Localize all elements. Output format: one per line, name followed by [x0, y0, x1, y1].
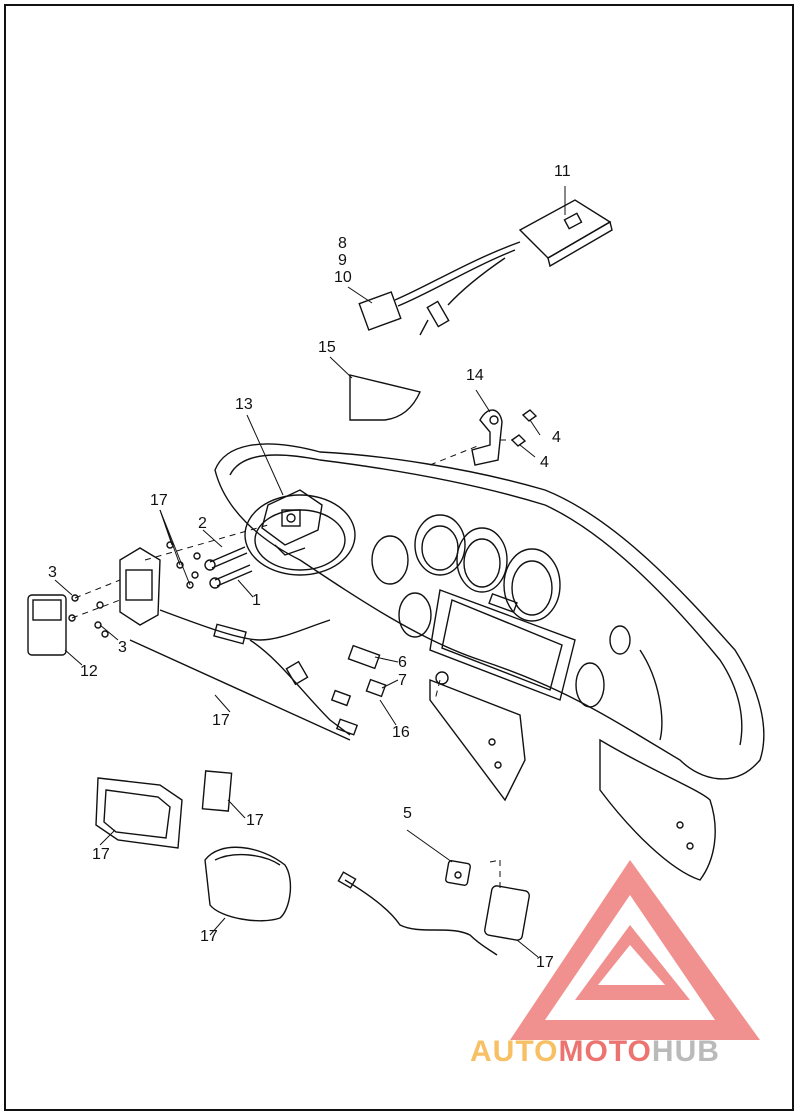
callout-17-display: 17 — [92, 846, 110, 863]
callout-4-upper: 4 — [552, 429, 561, 446]
callout-11: 11 — [554, 163, 571, 180]
callout-2: 2 — [198, 515, 207, 532]
callout-4-lower: 4 — [540, 454, 549, 471]
callout-16: 16 — [392, 724, 410, 741]
part-17-display — [95, 777, 183, 849]
part-17-cradle — [119, 541, 201, 626]
callout-17-case: 17 — [200, 928, 218, 945]
wiring-harness — [129, 609, 387, 741]
callout-10: 10 — [334, 269, 352, 286]
part-1-screw — [209, 564, 253, 589]
watermark-auto: AUTO — [470, 1035, 559, 1068]
callout-3-lower: 3 — [118, 639, 127, 656]
part-3-screws — [68, 594, 109, 638]
callout-17-harness: 17 — [212, 712, 230, 729]
callout-3-upper: 3 — [48, 564, 57, 581]
callout-6: 6 — [398, 654, 407, 671]
callout-8: 8 — [338, 235, 347, 252]
fairing-body — [214, 443, 765, 881]
part-17-charger — [337, 871, 530, 956]
callout-7: 7 — [398, 672, 407, 689]
part-12-cover — [27, 594, 67, 656]
part-11-antenna-module — [358, 199, 613, 336]
watermark-logo-icon — [510, 860, 760, 1040]
part-15-shield — [349, 374, 421, 421]
leader-lines — [54, 186, 566, 958]
part-17-case — [204, 846, 292, 922]
alignment-dashes — [71, 439, 512, 890]
callout-17-pad: 17 — [246, 812, 264, 829]
diagram-frame — [4, 4, 794, 1111]
part-14-bracket — [471, 409, 538, 466]
callout-9: 9 — [338, 252, 347, 269]
callout-14: 14 — [466, 367, 484, 384]
callout-17-screws: 17 — [150, 492, 168, 509]
part-13-mount-bracket — [261, 489, 323, 556]
callout-5: 5 — [403, 805, 412, 822]
callout-17-charger: 17 — [536, 954, 554, 971]
watermark-hub: HUB — [651, 1035, 720, 1068]
watermark-moto: MOTO — [558, 1035, 652, 1068]
callout-1: 1 — [252, 592, 261, 609]
callout-15: 15 — [318, 339, 336, 356]
part-5-clip — [445, 860, 471, 886]
callout-12: 12 — [80, 663, 98, 680]
watermark-text: AUTOMOTOHUB — [470, 1035, 720, 1069]
callout-13: 13 — [235, 396, 253, 413]
part-2-screw — [204, 546, 248, 571]
part-17-pad — [201, 770, 233, 812]
